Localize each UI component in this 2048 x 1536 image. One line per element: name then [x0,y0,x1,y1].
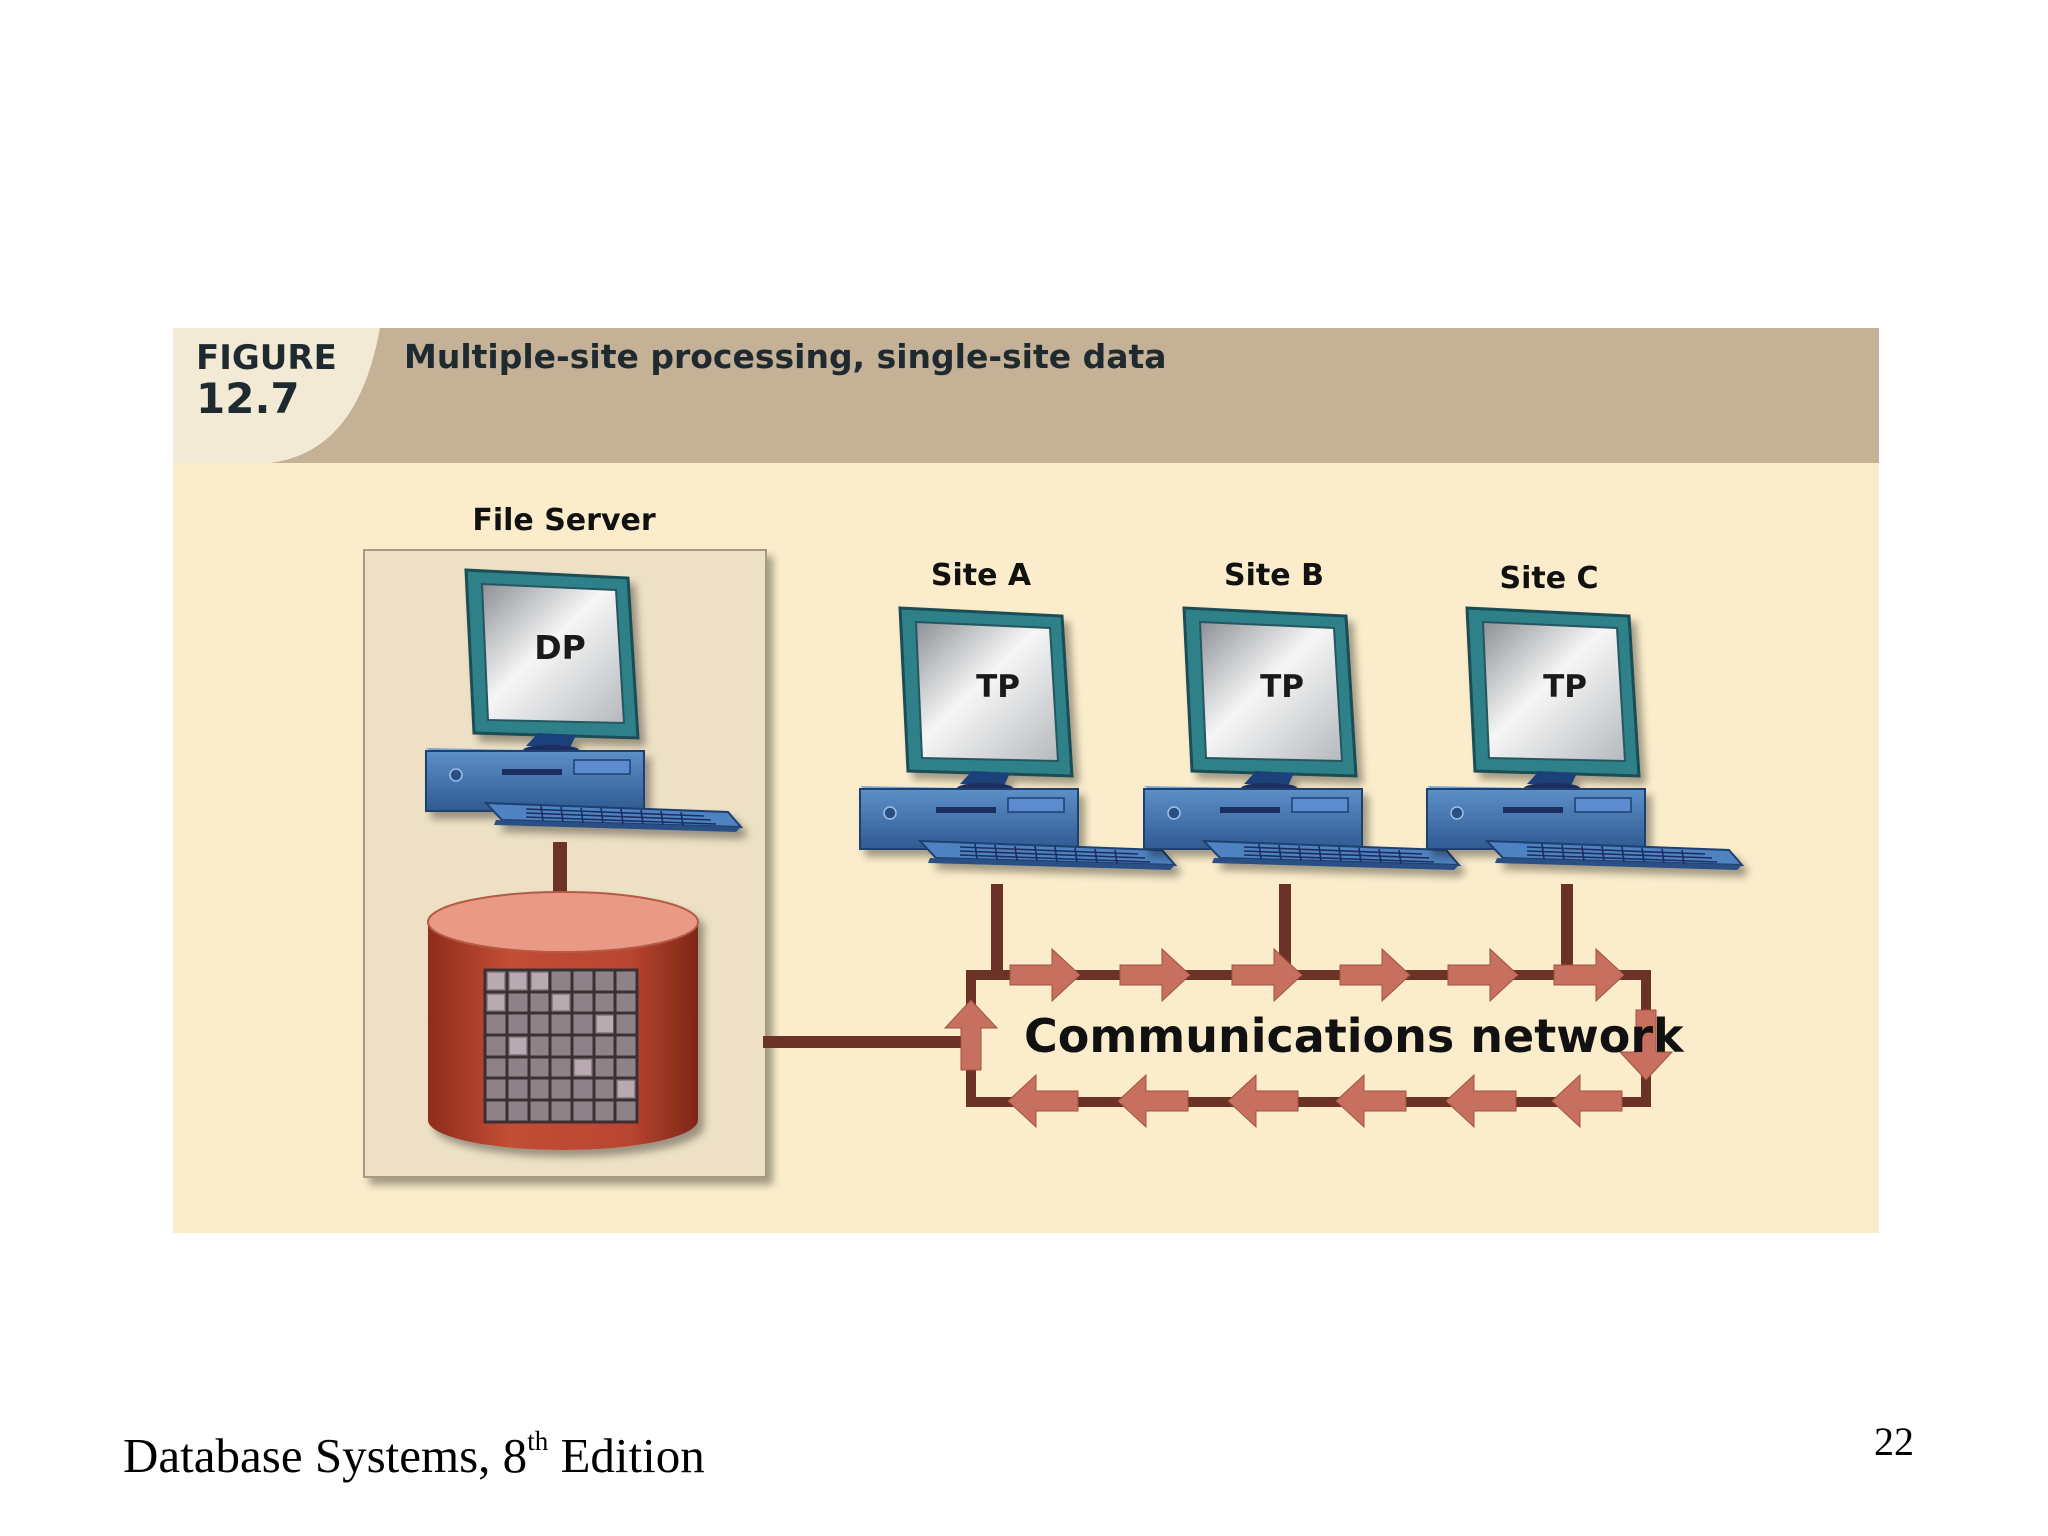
site-a-screen-label: TP [976,669,1020,705]
footer-title-main: Database Systems, 8 [123,1428,528,1483]
footer-title-edition: Edition [548,1428,705,1483]
file-server-caption: File Server [472,503,656,538]
site-c-caption: Site C [1499,561,1598,596]
site-b-caption: Site B [1224,558,1324,593]
site-a-drop-line [991,884,1003,976]
figure-label-tab [173,328,380,463]
site-b-drop-line [1279,884,1291,976]
site-a-caption: Site A [931,558,1032,593]
site-c-drop-line [1561,884,1573,976]
figure-label-word: FIGURE [196,338,337,378]
site-b-screen-label: TP [1260,669,1304,705]
database-to-network-connector [763,1036,963,1048]
figure-label-number: 12.7 [196,374,300,423]
figure-title: Multiple-site processing, single-site da… [404,337,1167,376]
figure-header-band [173,328,1879,463]
network-label: Communications network [1024,1009,1685,1063]
page-number: 22 [1874,1419,1914,1464]
dp-screen-label: DP [534,628,586,667]
footer-title-superscript: th [527,1426,549,1456]
database-data-grid [483,968,639,1124]
footer-book-title: Database Systems, 8th Edition [123,1426,705,1484]
site-c-screen-label: TP [1543,669,1587,705]
